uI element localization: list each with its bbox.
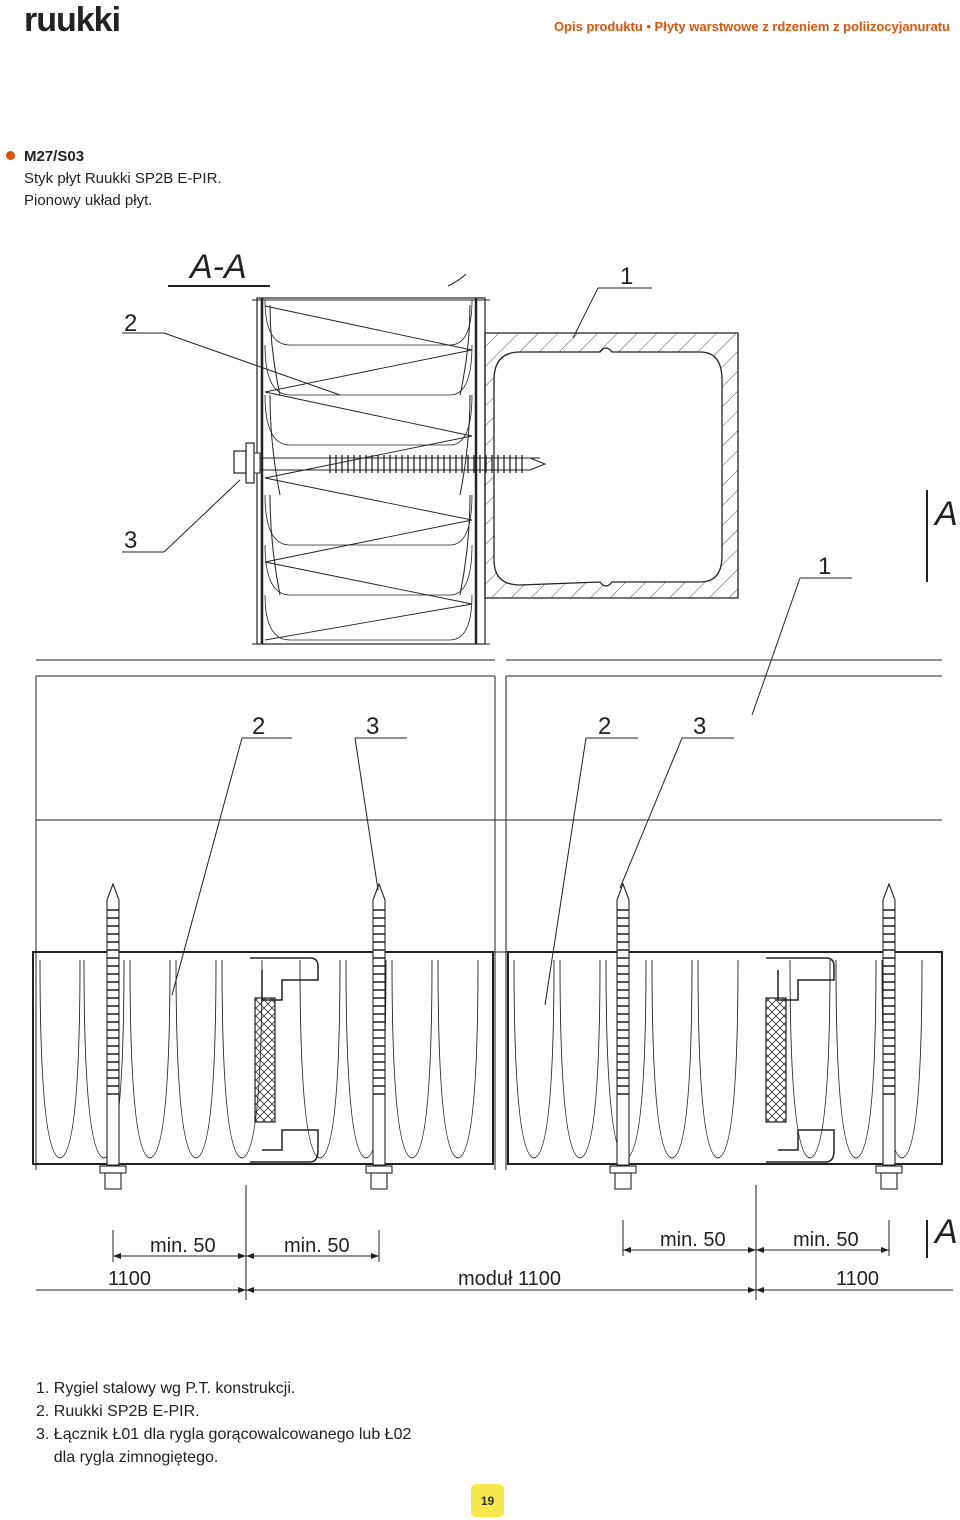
detail-line-2: Pionowy układ płyt.: [24, 192, 153, 209]
header-title: Opis produktu • Płyty warstwowe z rdzeni…: [553, 19, 950, 34]
page-number: 19: [471, 1484, 504, 1517]
dim-min-left-2: min. 50: [284, 1235, 350, 1257]
callouts-top: [122, 287, 852, 716]
dim-min-right-1: min. 50: [660, 1229, 726, 1251]
callout-2-plan-b: 2: [598, 713, 611, 740]
steel-rail-section: [484, 332, 739, 599]
dim-min-left-1: min. 50: [150, 1235, 216, 1257]
legend-item: 3. Łącznik Ł01 dla rygla gorącowalcowane…: [36, 1426, 412, 1443]
callout-2-top: 2: [124, 310, 137, 337]
detail-line-1: Styk płyt Ruukki SP2B E-PIR.: [24, 170, 222, 187]
callout-3-plan-a: 3: [366, 713, 379, 740]
dim-min-right-2: min. 50: [793, 1229, 859, 1251]
section-a-a: A-A: [122, 248, 958, 716]
callout-1-top: 1: [620, 263, 633, 290]
section-mark-top: A: [933, 495, 958, 533]
dim-width-left: 1100: [108, 1268, 151, 1290]
detail-code: M27/S03: [24, 148, 85, 165]
panel-section: [252, 273, 490, 645]
legend-item: 2. Ruukki SP2B E-PIR.: [36, 1403, 200, 1420]
legend: 1. Rygiel stalowy wg P.T. konstrukcji. 2…: [36, 1377, 411, 1469]
callout-3-top: 3: [124, 527, 137, 554]
plan-view: [32, 659, 943, 1170]
ruukki-logo: ruukki: [24, 4, 121, 36]
legend-item: dla rygla zimnogiętego.: [36, 1449, 219, 1466]
callout-2-plan-a: 2: [252, 713, 265, 740]
callouts-plan: [171, 737, 734, 1006]
technical-drawing: A-A: [32, 248, 958, 1300]
dim-width-right: 1100: [836, 1268, 879, 1290]
dim-module: moduł 1100: [458, 1268, 561, 1290]
callout-1-mid: 1: [818, 553, 831, 580]
dimension-lines: [36, 1185, 953, 1300]
bullet-icon: [6, 151, 15, 160]
section-mark-bottom: A: [933, 1213, 958, 1251]
callout-3-plan-b: 3: [693, 713, 706, 740]
legend-item: 1. Rygiel stalowy wg P.T. konstrukcji.: [36, 1380, 296, 1397]
section-title: A-A: [188, 248, 247, 286]
fastener-screw: [233, 442, 547, 484]
detail-heading: M27/S03 Styk płyt Ruukki SP2B E-PIR. Pio…: [24, 146, 222, 212]
logo-text: ruukki: [24, 4, 120, 36]
